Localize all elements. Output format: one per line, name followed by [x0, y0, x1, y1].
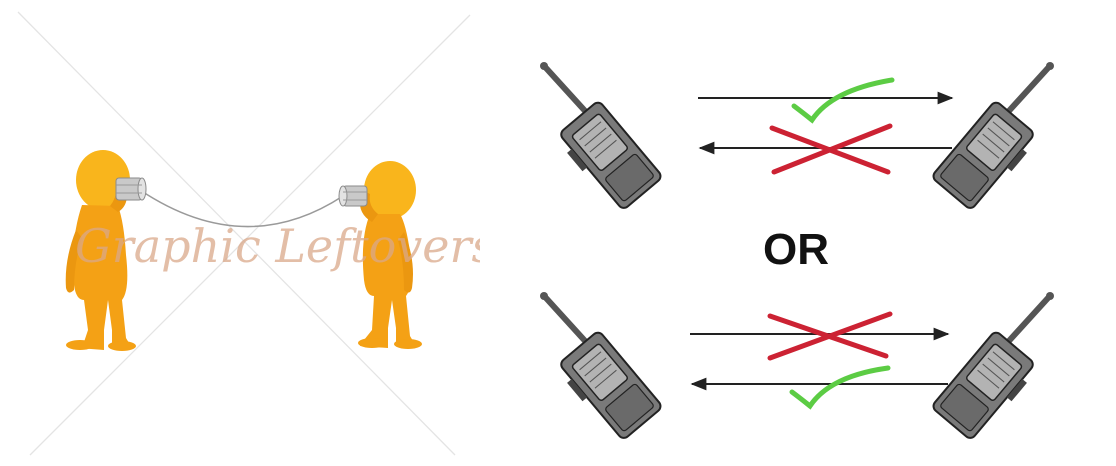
half-duplex-scene: OR — [480, 0, 1116, 466]
or-label: OR — [763, 225, 829, 274]
walkie-talkie-icon — [931, 62, 1054, 214]
half-duplex-diagram: OR — [480, 0, 1116, 466]
watermark-text: Graphic Leftovers — [75, 219, 480, 273]
walkie-talkie-icon — [931, 292, 1054, 444]
top-row — [540, 62, 1054, 214]
tin-can-phone-illustration: Graphic Leftovers — [0, 0, 480, 466]
walkie-talkie-icon — [540, 62, 663, 214]
checkmark-icon — [794, 80, 892, 120]
tin-can-phone-icon — [116, 178, 146, 200]
walkie-talkie-icon — [540, 292, 663, 444]
cross-icon — [770, 314, 890, 358]
tin-can-phone-scene: Graphic Leftovers — [0, 0, 480, 466]
checkmark-icon — [792, 368, 888, 406]
bottom-row — [540, 292, 1054, 444]
tin-can-phone-icon — [339, 186, 367, 206]
